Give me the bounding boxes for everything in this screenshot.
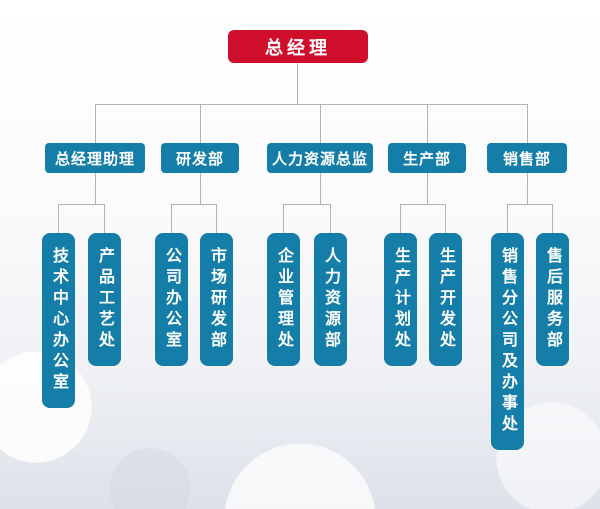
connector-drop-unit-1-0	[171, 204, 172, 233]
connector-drop-unit-1-1	[216, 204, 217, 233]
connector-stem-dept-0	[95, 173, 96, 204]
dept-node-production: 生产部	[388, 143, 466, 173]
unit-node-after-sales-service: 售后服务部	[536, 233, 569, 366]
connector-rail-dept-3	[400, 204, 446, 205]
unit-node-company-office: 公司办公室	[155, 233, 188, 366]
connector-drop-dept-4	[527, 104, 528, 143]
connector-rail-dept-2	[283, 204, 331, 205]
connector-stem-dept-2	[320, 173, 321, 204]
connector-drop-dept-3	[427, 104, 428, 143]
connector-drop-dept-0	[95, 104, 96, 143]
unit-node-production-dev: 生产开发处	[429, 233, 462, 366]
connector-drop-dept-1	[200, 104, 201, 143]
connector-stem-dept-4	[527, 173, 528, 204]
unit-node-production-planning: 生产计划处	[384, 233, 417, 366]
dept-node-sales: 销售部	[487, 143, 567, 173]
connector-drop-unit-4-1	[552, 204, 553, 233]
connector-root-stem	[297, 63, 298, 104]
unit-node-human-resources: 人力资源部	[314, 233, 347, 366]
dept-node-assistant: 总经理助理	[45, 143, 145, 173]
unit-node-tech-center-office: 技术中心办公室	[42, 233, 75, 408]
connector-rail-dept-1	[171, 204, 217, 205]
connector-stem-dept-1	[200, 173, 201, 204]
connector-drop-unit-0-1	[104, 204, 105, 233]
unit-node-sales-branches: 销售分公司及办事处	[491, 233, 524, 450]
connector-main-rail	[95, 104, 528, 105]
connector-drop-dept-2	[320, 104, 321, 143]
connector-drop-unit-0-0	[58, 204, 59, 233]
connector-drop-unit-3-1	[445, 204, 446, 233]
unit-node-product-process: 产品工艺处	[88, 233, 121, 366]
root-node-general-manager: 总经理	[228, 30, 368, 63]
dept-node-hr-director: 人力资源总监	[267, 143, 373, 173]
connector-drop-unit-3-0	[400, 204, 401, 233]
connector-rail-dept-4	[507, 204, 553, 205]
connector-drop-unit-4-0	[507, 204, 508, 233]
connector-drop-unit-2-1	[330, 204, 331, 233]
unit-node-enterprise-mgmt: 企业管理处	[267, 233, 300, 366]
connector-drop-unit-2-0	[283, 204, 284, 233]
connector-rail-dept-0	[58, 204, 105, 205]
unit-node-market-rnd: 市场研发部	[200, 233, 233, 366]
connector-stem-dept-3	[427, 173, 428, 204]
dept-node-rnd: 研发部	[161, 143, 239, 173]
